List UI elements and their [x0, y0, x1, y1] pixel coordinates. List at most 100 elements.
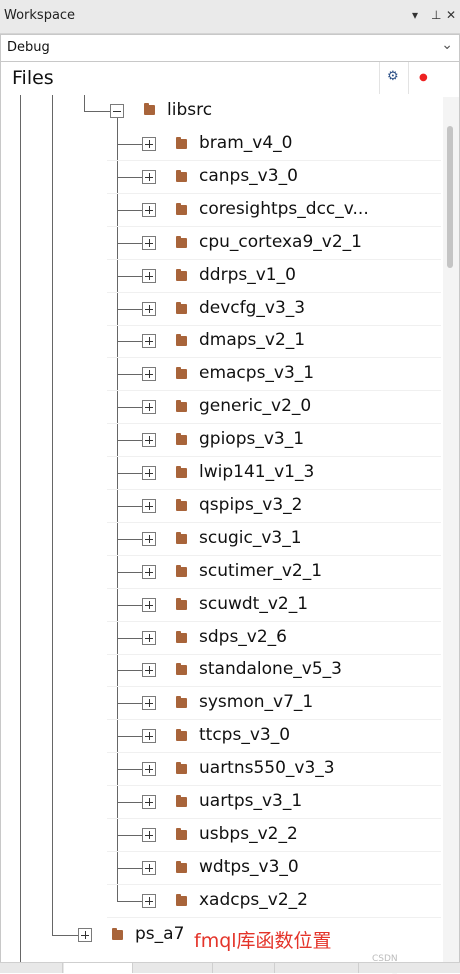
vertical-scrollbar[interactable]: [443, 97, 459, 972]
folder-icon: [176, 598, 187, 610]
bottom-tab-strip: [0, 962, 460, 973]
tree-item-library[interactable]: lwip141_v1_3: [199, 462, 315, 482]
row-separator: [107, 654, 441, 655]
tree-item-library[interactable]: devcfg_v3_3: [199, 298, 306, 318]
file-tree: libsrc ps_a7 bram_v4_0 canps_v3_0 coresigh…: [1, 62, 441, 972]
tree-item-library[interactable]: uartns550_v3_3: [199, 758, 335, 778]
tree-connector: [117, 243, 142, 244]
bottom-tab[interactable]: [64, 963, 133, 973]
tree-item-library[interactable]: scutimer_v2_1: [199, 561, 323, 581]
expand-expander[interactable]: [142, 302, 156, 316]
expand-expander[interactable]: [142, 170, 156, 184]
row-separator: [107, 456, 441, 457]
tree-connector: [117, 473, 142, 474]
expand-expander[interactable]: [142, 894, 156, 908]
folder-icon: [176, 729, 187, 741]
folder-icon: [176, 631, 187, 643]
expand-expander[interactable]: [142, 795, 156, 809]
expand-expander[interactable]: [142, 565, 156, 579]
folder-icon: [144, 103, 155, 115]
tree-item-library[interactable]: cpu_cortexa9_v2_1: [199, 232, 362, 252]
folder-icon: [176, 532, 187, 544]
tree-item-library[interactable]: standalone_v5_3: [199, 659, 342, 679]
expand-expander[interactable]: [142, 729, 156, 743]
dropdown-icon[interactable]: ▾: [412, 8, 419, 22]
tree-connector: [117, 309, 142, 310]
tree-connector: [117, 341, 142, 342]
expand-expander[interactable]: [142, 762, 156, 776]
tree-item-library[interactable]: wdtps_v3_0: [199, 857, 299, 877]
tree-item-library[interactable]: scugic_v3_1: [199, 528, 302, 548]
folder-icon: [176, 565, 187, 577]
expand-expander[interactable]: [142, 663, 156, 677]
tree-item-library[interactable]: sdps_v2_6: [199, 627, 287, 647]
expand-expander[interactable]: [142, 532, 156, 546]
tree-item-library[interactable]: sysmon_v7_1: [199, 692, 314, 712]
tree-item-ps-a7[interactable]: ps_a7: [135, 924, 185, 944]
row-separator: [107, 719, 441, 720]
collapse-expander[interactable]: [110, 104, 124, 118]
folder-icon: [176, 894, 187, 906]
red-dot-icon[interactable]: ●: [419, 72, 428, 83]
folder-icon: [176, 433, 187, 445]
row-separator: [107, 489, 441, 490]
expand-expander[interactable]: [142, 828, 156, 842]
bottom-tab[interactable]: [276, 963, 359, 973]
expand-expander[interactable]: [142, 334, 156, 348]
folder-icon: [176, 400, 187, 412]
tree-connector: [117, 177, 142, 178]
row-separator: [107, 325, 441, 326]
expand-expander[interactable]: [142, 236, 156, 250]
expand-expander[interactable]: [142, 269, 156, 283]
close-icon[interactable]: ✕: [446, 8, 457, 22]
tree-item-library[interactable]: qspips_v3_2: [199, 495, 303, 515]
expand-expander[interactable]: [142, 400, 156, 414]
tree-item-library[interactable]: ddrps_v1_0: [199, 265, 296, 285]
tree-connector: [52, 935, 78, 936]
expand-expander[interactable]: [142, 203, 156, 217]
tree-connector: [117, 802, 142, 803]
header-divider: [408, 62, 409, 94]
tree-connector: [117, 835, 142, 836]
expand-expander[interactable]: [142, 696, 156, 710]
chevron-down-icon[interactable]: ⌄: [441, 37, 453, 53]
pin-icon[interactable]: ⊥: [431, 8, 442, 22]
scrollbar-thumb[interactable]: [447, 126, 453, 268]
tree-item-library[interactable]: dmaps_v2_1: [199, 330, 306, 350]
folder-icon: [176, 170, 187, 182]
tree-item-library[interactable]: bram_v4_0: [199, 133, 293, 153]
tree-guide-line: [20, 95, 21, 972]
tree-guide-line: [117, 118, 118, 902]
tree-item-library[interactable]: canps_v3_0: [199, 166, 298, 186]
tree-connector: [117, 901, 142, 902]
tree-item-library[interactable]: generic_v2_0: [199, 396, 312, 416]
tree-item-libsrc[interactable]: libsrc: [167, 100, 213, 120]
expand-expander[interactable]: [142, 433, 156, 447]
tree-connector: [117, 736, 142, 737]
tree-item-library[interactable]: coresightps_dcc_v...: [199, 199, 369, 219]
gear-icon[interactable]: ⚙: [387, 69, 399, 84]
tree-item-library[interactable]: scuwdt_v2_1: [199, 594, 309, 614]
expand-expander[interactable]: [142, 499, 156, 513]
expand-expander[interactable]: [142, 861, 156, 875]
expand-expander[interactable]: [142, 598, 156, 612]
row-separator: [107, 390, 441, 391]
expand-expander[interactable]: [142, 631, 156, 645]
tree-item-library[interactable]: ttcps_v3_0: [199, 725, 291, 745]
bottom-tab[interactable]: [134, 963, 213, 973]
tree-item-library[interactable]: xadcps_v2_2: [199, 890, 308, 910]
expand-expander[interactable]: [142, 137, 156, 151]
folder-icon: [176, 499, 187, 511]
expand-expander[interactable]: [78, 928, 92, 942]
bottom-tab[interactable]: [214, 963, 275, 973]
config-select[interactable]: Debug ⌄: [0, 34, 460, 62]
tree-item-library[interactable]: gpiops_v3_1: [199, 429, 305, 449]
expand-expander[interactable]: [142, 466, 156, 480]
row-separator: [107, 752, 441, 753]
expand-expander[interactable]: [142, 367, 156, 381]
bottom-tab[interactable]: [0, 963, 63, 973]
tree-item-library[interactable]: emacps_v3_1: [199, 363, 315, 383]
tree-item-library[interactable]: uartps_v3_1: [199, 791, 303, 811]
tree-item-library[interactable]: usbps_v2_2: [199, 824, 298, 844]
